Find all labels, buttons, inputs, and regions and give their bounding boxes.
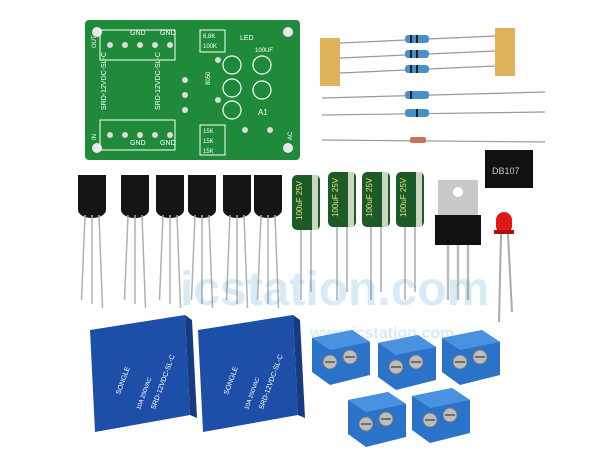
pcb-label: 100UF (255, 48, 273, 54)
pcb-label-100k: 100K (203, 44, 217, 50)
terminal-block (378, 335, 436, 390)
pcb-label: SRD-12VDC-SL-C (155, 52, 162, 110)
pcb-board: GND GND OUT IN AC LED 100UF A1 15K 15K 1… (85, 20, 300, 160)
resistor-tape (495, 28, 515, 76)
pcb-label: GND (160, 30, 176, 37)
bridge-label: DB107 (492, 166, 520, 176)
pcb-label-out: OUT (92, 35, 98, 48)
resistor-tape (320, 38, 340, 86)
transistor (156, 175, 184, 309)
terminal-block (348, 392, 406, 447)
capacitors: 100uF 25V 100uF 25V 100uF 25V 100uF 25V (292, 172, 424, 300)
terminal-block (442, 330, 500, 385)
voltage-regulator (435, 180, 481, 300)
transistor (223, 175, 251, 309)
pcb-label: GND (160, 140, 176, 147)
terminal-block (312, 330, 370, 385)
relay: SONGLE SRD-12VDC-SL-C 10A 250VAC (90, 315, 197, 432)
pcb-label: 15K (203, 149, 214, 155)
capacitor-label: 100uF 25V (399, 177, 408, 217)
pcb-label: LED (240, 35, 254, 42)
capacitor: 100uF 25V (292, 175, 320, 300)
capacitor-label: 100uF 25V (295, 180, 304, 220)
transistor (188, 175, 216, 309)
pcb-label: GND (130, 140, 146, 147)
capacitor-label: 100uF 25V (331, 177, 340, 217)
resistors (320, 28, 546, 143)
pcb-label: GND (130, 30, 146, 37)
pcb-label-in: IN (92, 134, 98, 140)
pcb-label: 15K (203, 139, 214, 145)
transistors (78, 175, 282, 309)
capacitor: 100uF 25V (328, 172, 356, 300)
pcb-label-ac: AC (288, 131, 294, 140)
pcb-label: 8050 (206, 71, 212, 85)
terminal-block (412, 388, 470, 443)
bridge-rectifier: DB107 (485, 150, 533, 188)
watermark-text: icstation.com (180, 263, 489, 316)
pcb-label: SRD-12VDC-SL-C (101, 52, 108, 110)
relay: SONGLE SRD-12VDC-SL-C 10A 250VAC (198, 315, 305, 432)
terminal-blocks (312, 330, 500, 447)
pcb-label: 15K (203, 129, 214, 135)
pcb-label: 6.8K (203, 34, 215, 40)
transistor (254, 175, 282, 309)
pcb-label: A1 (258, 108, 268, 117)
led (494, 212, 514, 323)
capacitor: 100uF 25V (396, 172, 424, 300)
capacitor: 100uF 25V (362, 172, 390, 300)
capacitor-label: 100uF 25V (365, 177, 374, 217)
transistor (121, 175, 149, 309)
transistor (78, 175, 106, 309)
